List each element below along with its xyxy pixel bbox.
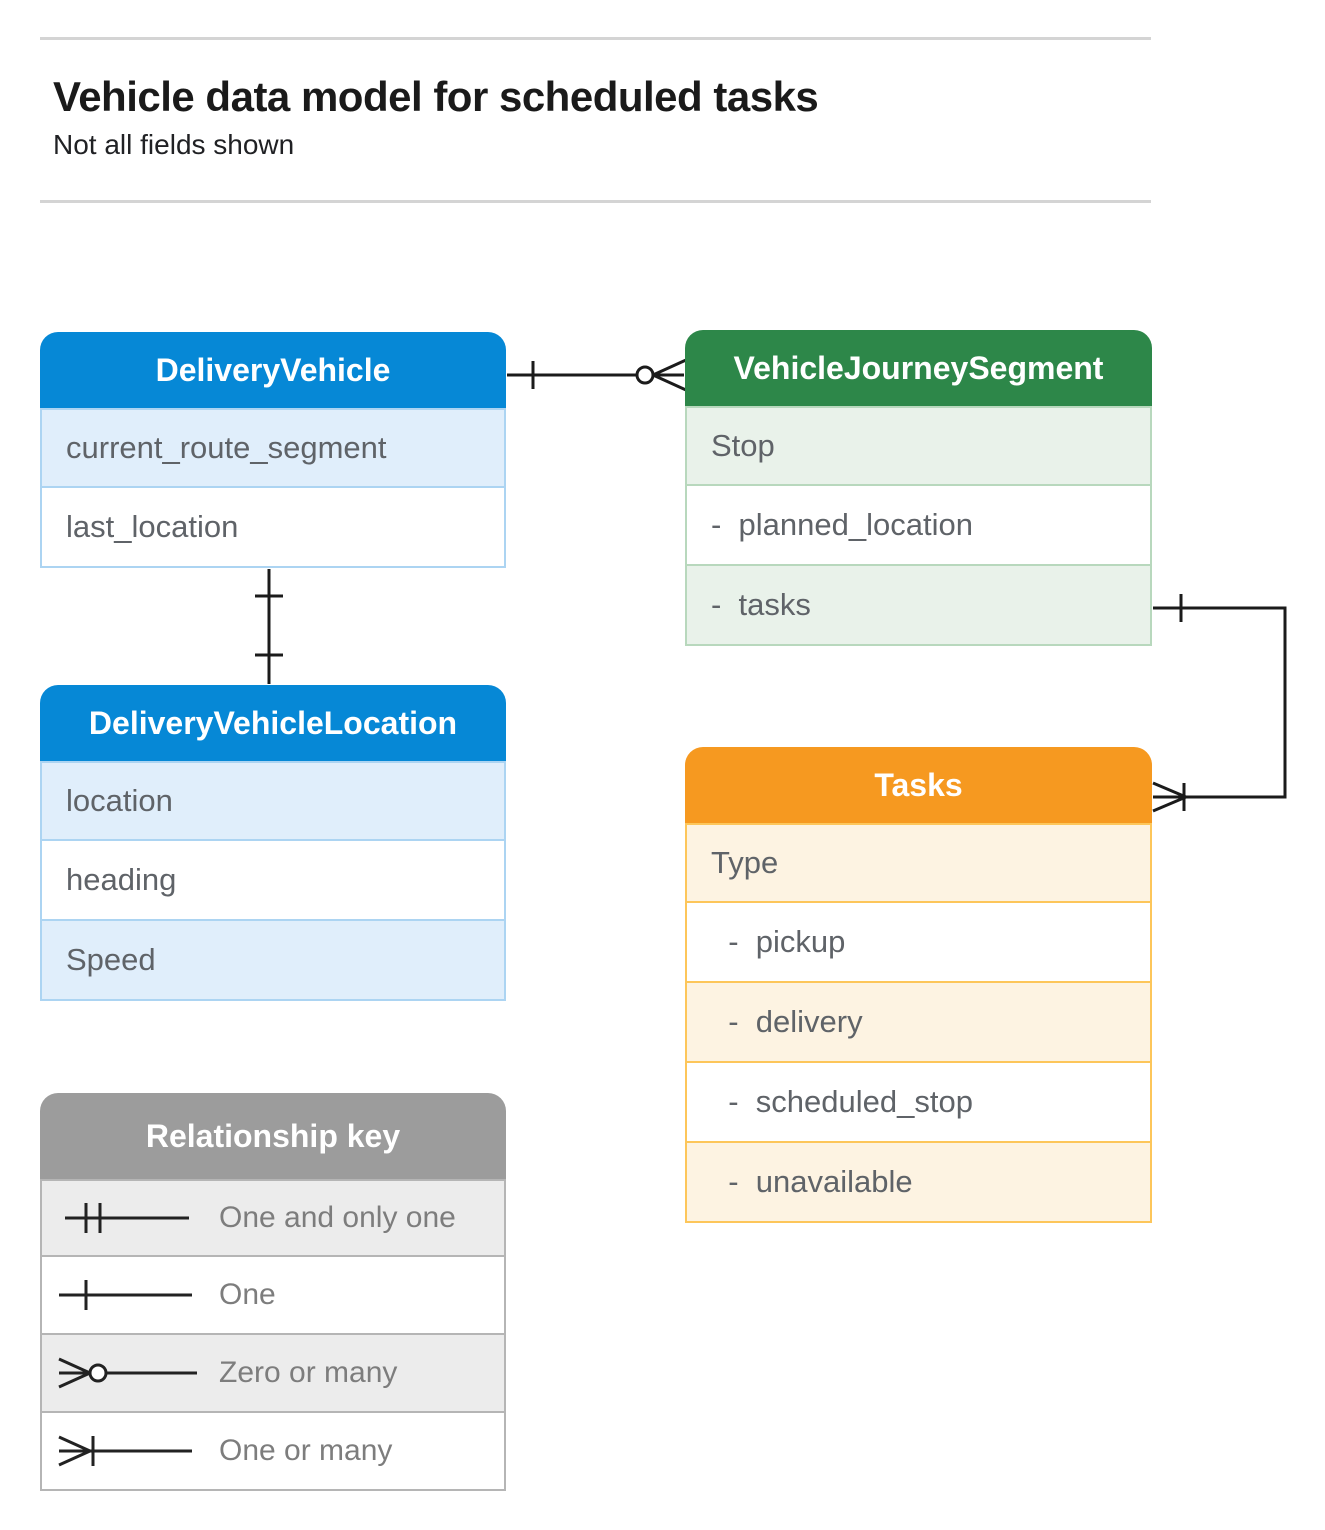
key-row-one-or-many: One or many (40, 1413, 506, 1491)
key-label: One or many (219, 1434, 393, 1467)
connector-deliveryvehicle-to-vehiclejourneysegment (507, 358, 687, 392)
page-subtitle: Not all fields shown (53, 129, 295, 160)
relationship-key: Relationship key One and only one One Ze (40, 1093, 506, 1491)
field-location: location (40, 761, 506, 841)
one-icon (59, 1280, 192, 1310)
key-label: One (219, 1278, 276, 1311)
relationship-key-header: Relationship key (40, 1093, 506, 1179)
entity-header-vehicle-journey-segment: VehicleJourneySegment (685, 330, 1152, 406)
field-last-location: last_location (40, 488, 506, 568)
key-row-one-and-only-one: One and only one (40, 1179, 506, 1257)
field-stop: Stop (685, 406, 1152, 486)
page-title: Vehicle data model for scheduled tasks (53, 73, 819, 120)
entity-header-tasks: Tasks (685, 747, 1152, 823)
one-and-only-one-icon (65, 1203, 189, 1233)
entity-delivery-vehicle-location: DeliveryVehicleLocation location heading… (40, 685, 506, 1001)
field-type: Type (685, 823, 1152, 903)
field-unavailable: - unavailable (685, 1143, 1152, 1223)
connector-deliveryvehicle-to-deliveryvehiclelocation (255, 569, 283, 684)
divider-top (40, 37, 1151, 40)
entity-delivery-vehicle: DeliveryVehicle current_route_segment la… (40, 332, 506, 568)
key-row-one: One (40, 1257, 506, 1335)
field-current-route-segment: current_route_segment (40, 408, 506, 488)
field-planned-location: - planned_location (685, 486, 1152, 566)
zero-or-many-icon (58, 1357, 197, 1389)
key-label: One and only one (219, 1201, 456, 1234)
entity-vehicle-journey-segment: VehicleJourneySegment Stop - planned_loc… (685, 330, 1152, 646)
entity-header-delivery-vehicle: DeliveryVehicle (40, 332, 506, 408)
field-delivery: - delivery (685, 983, 1152, 1063)
field-speed: Speed (40, 921, 506, 1001)
field-scheduled-stop: - scheduled_stop (685, 1063, 1152, 1143)
entity-tasks: Tasks Type - pickup - delivery - schedul… (685, 747, 1152, 1223)
divider-bottom (40, 200, 1151, 203)
field-heading: heading (40, 841, 506, 921)
field-pickup: - pickup (685, 903, 1152, 983)
field-tasks: - tasks (685, 566, 1152, 646)
connector-vehiclejourneysegment-tasks-to-tasks (1152, 594, 1287, 813)
one-or-many-icon (58, 1435, 192, 1467)
entity-header-delivery-vehicle-location: DeliveryVehicleLocation (40, 685, 506, 761)
key-row-zero-or-many: Zero or many (40, 1335, 506, 1413)
key-label: Zero or many (219, 1356, 398, 1389)
